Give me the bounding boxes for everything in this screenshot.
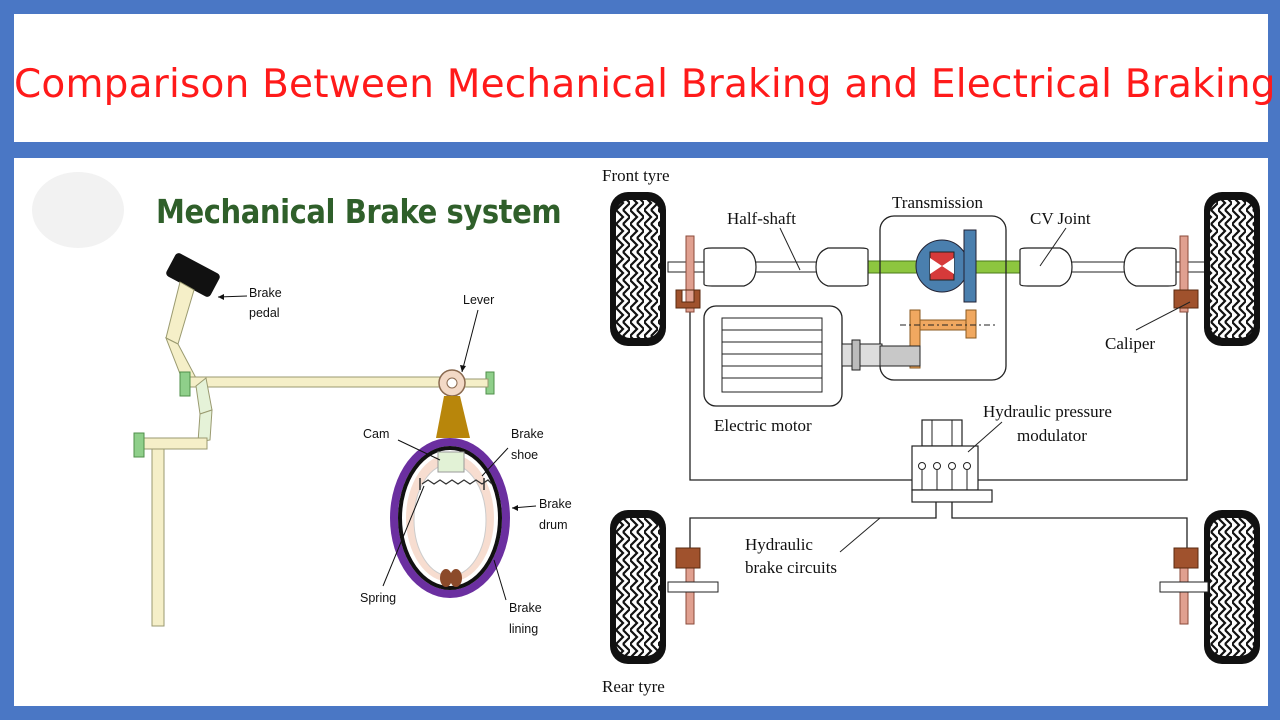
rear-left-tread: [616, 518, 660, 656]
cv-joint-2: [815, 247, 869, 287]
pedal-arm: [165, 281, 195, 345]
lower-bracket: [133, 432, 145, 458]
spring: [421, 479, 493, 485]
modulator-base: [911, 489, 993, 503]
linkage-lower: [197, 409, 213, 443]
electric-motor: [703, 305, 843, 407]
mechanical-brake-heading: Mechanical Brake system: [156, 192, 562, 231]
transmission-label: Transmission: [892, 193, 984, 212]
brake-pedal-label-2: pedal: [249, 306, 280, 320]
lever-arm: [436, 396, 470, 438]
brake-shoe-label-1: Brake: [511, 427, 544, 441]
cam-label: Cam: [363, 427, 389, 441]
lever-pivot-center: [446, 377, 458, 389]
pedal-rod: [189, 376, 445, 388]
rear-tyre-label: Rear tyre: [602, 677, 665, 696]
front-left-tread: [616, 200, 660, 338]
anchor-pin-left: [440, 569, 452, 587]
rear-left-caliper: [675, 547, 701, 569]
lever-label: Lever: [463, 293, 494, 307]
rear-right-caliper: [1173, 547, 1199, 569]
anchor-pin-right: [450, 569, 462, 587]
brake-lining-label-1: Brake: [509, 601, 542, 615]
caliper-label: Caliper: [1105, 334, 1155, 353]
cv-joint-4: [1123, 247, 1177, 287]
front-right-caliper: [1173, 289, 1199, 309]
motor-shaft: [841, 343, 883, 367]
reduction-gear-2: [965, 309, 977, 339]
electrical-brake-diagram: Front tyre Half-shaft Transmission CV Jo…: [602, 166, 1260, 696]
page-title: Comparison Between Mechanical Braking an…: [14, 62, 1276, 107]
front-tyre-label: Front tyre: [602, 166, 670, 185]
rod-end: [461, 378, 489, 388]
rod-bracket-left: [179, 371, 191, 397]
mechanical-brake-diagram: Brake pedal Lever Cam Brake shoe Brake d…: [32, 172, 572, 636]
spring-label: Spring: [360, 591, 396, 605]
rear-right-tread: [1210, 518, 1254, 656]
motor-coupling: [879, 345, 921, 367]
vertical-support: [151, 448, 165, 627]
brake-drum-label-2: drum: [539, 518, 567, 532]
brake-shoe-label-2: shoe: [511, 448, 538, 462]
brake-lining-label-2: lining: [509, 622, 538, 636]
brake-circuits-label-1: Hydraulic: [745, 535, 813, 554]
lower-rod: [142, 437, 208, 450]
rear-right-axle: [1159, 581, 1209, 593]
rear-left-axle: [667, 581, 719, 593]
front-left-caliper: [675, 289, 701, 309]
left-half-shaft: [751, 261, 825, 273]
modulator-label-2: modulator: [1017, 426, 1087, 445]
brake-lining-ring: [398, 446, 502, 590]
brake-pedal-label-1: Brake: [249, 286, 282, 300]
front-left-disc: [685, 235, 695, 313]
cam: [437, 451, 465, 473]
modulator-top: [921, 419, 963, 447]
modulator-label-1: Hydraulic pressure: [983, 402, 1112, 421]
reduction-gear-1: [909, 309, 921, 369]
cv-joint-1: [703, 247, 757, 287]
transmission-housing: [879, 215, 1007, 381]
brake-pedal-pad: [166, 253, 220, 297]
cv-joint-3: [1019, 247, 1073, 287]
electric-motor-label: Electric motor: [714, 416, 812, 435]
half-shaft-label: Half-shaft: [727, 209, 796, 228]
brake-circuits-label-2: brake circuits: [745, 558, 837, 577]
faint-sketch: [32, 172, 124, 248]
brake-drum-label-1: Brake: [539, 497, 572, 511]
cv-joint-label: CV Joint: [1030, 209, 1091, 228]
front-right-disc: [1179, 235, 1189, 313]
ring-gear: [963, 229, 977, 303]
title-banner: Comparison Between Mechanical Braking an…: [14, 14, 1276, 142]
front-right-tread: [1210, 200, 1254, 338]
motor-core: [721, 317, 823, 393]
